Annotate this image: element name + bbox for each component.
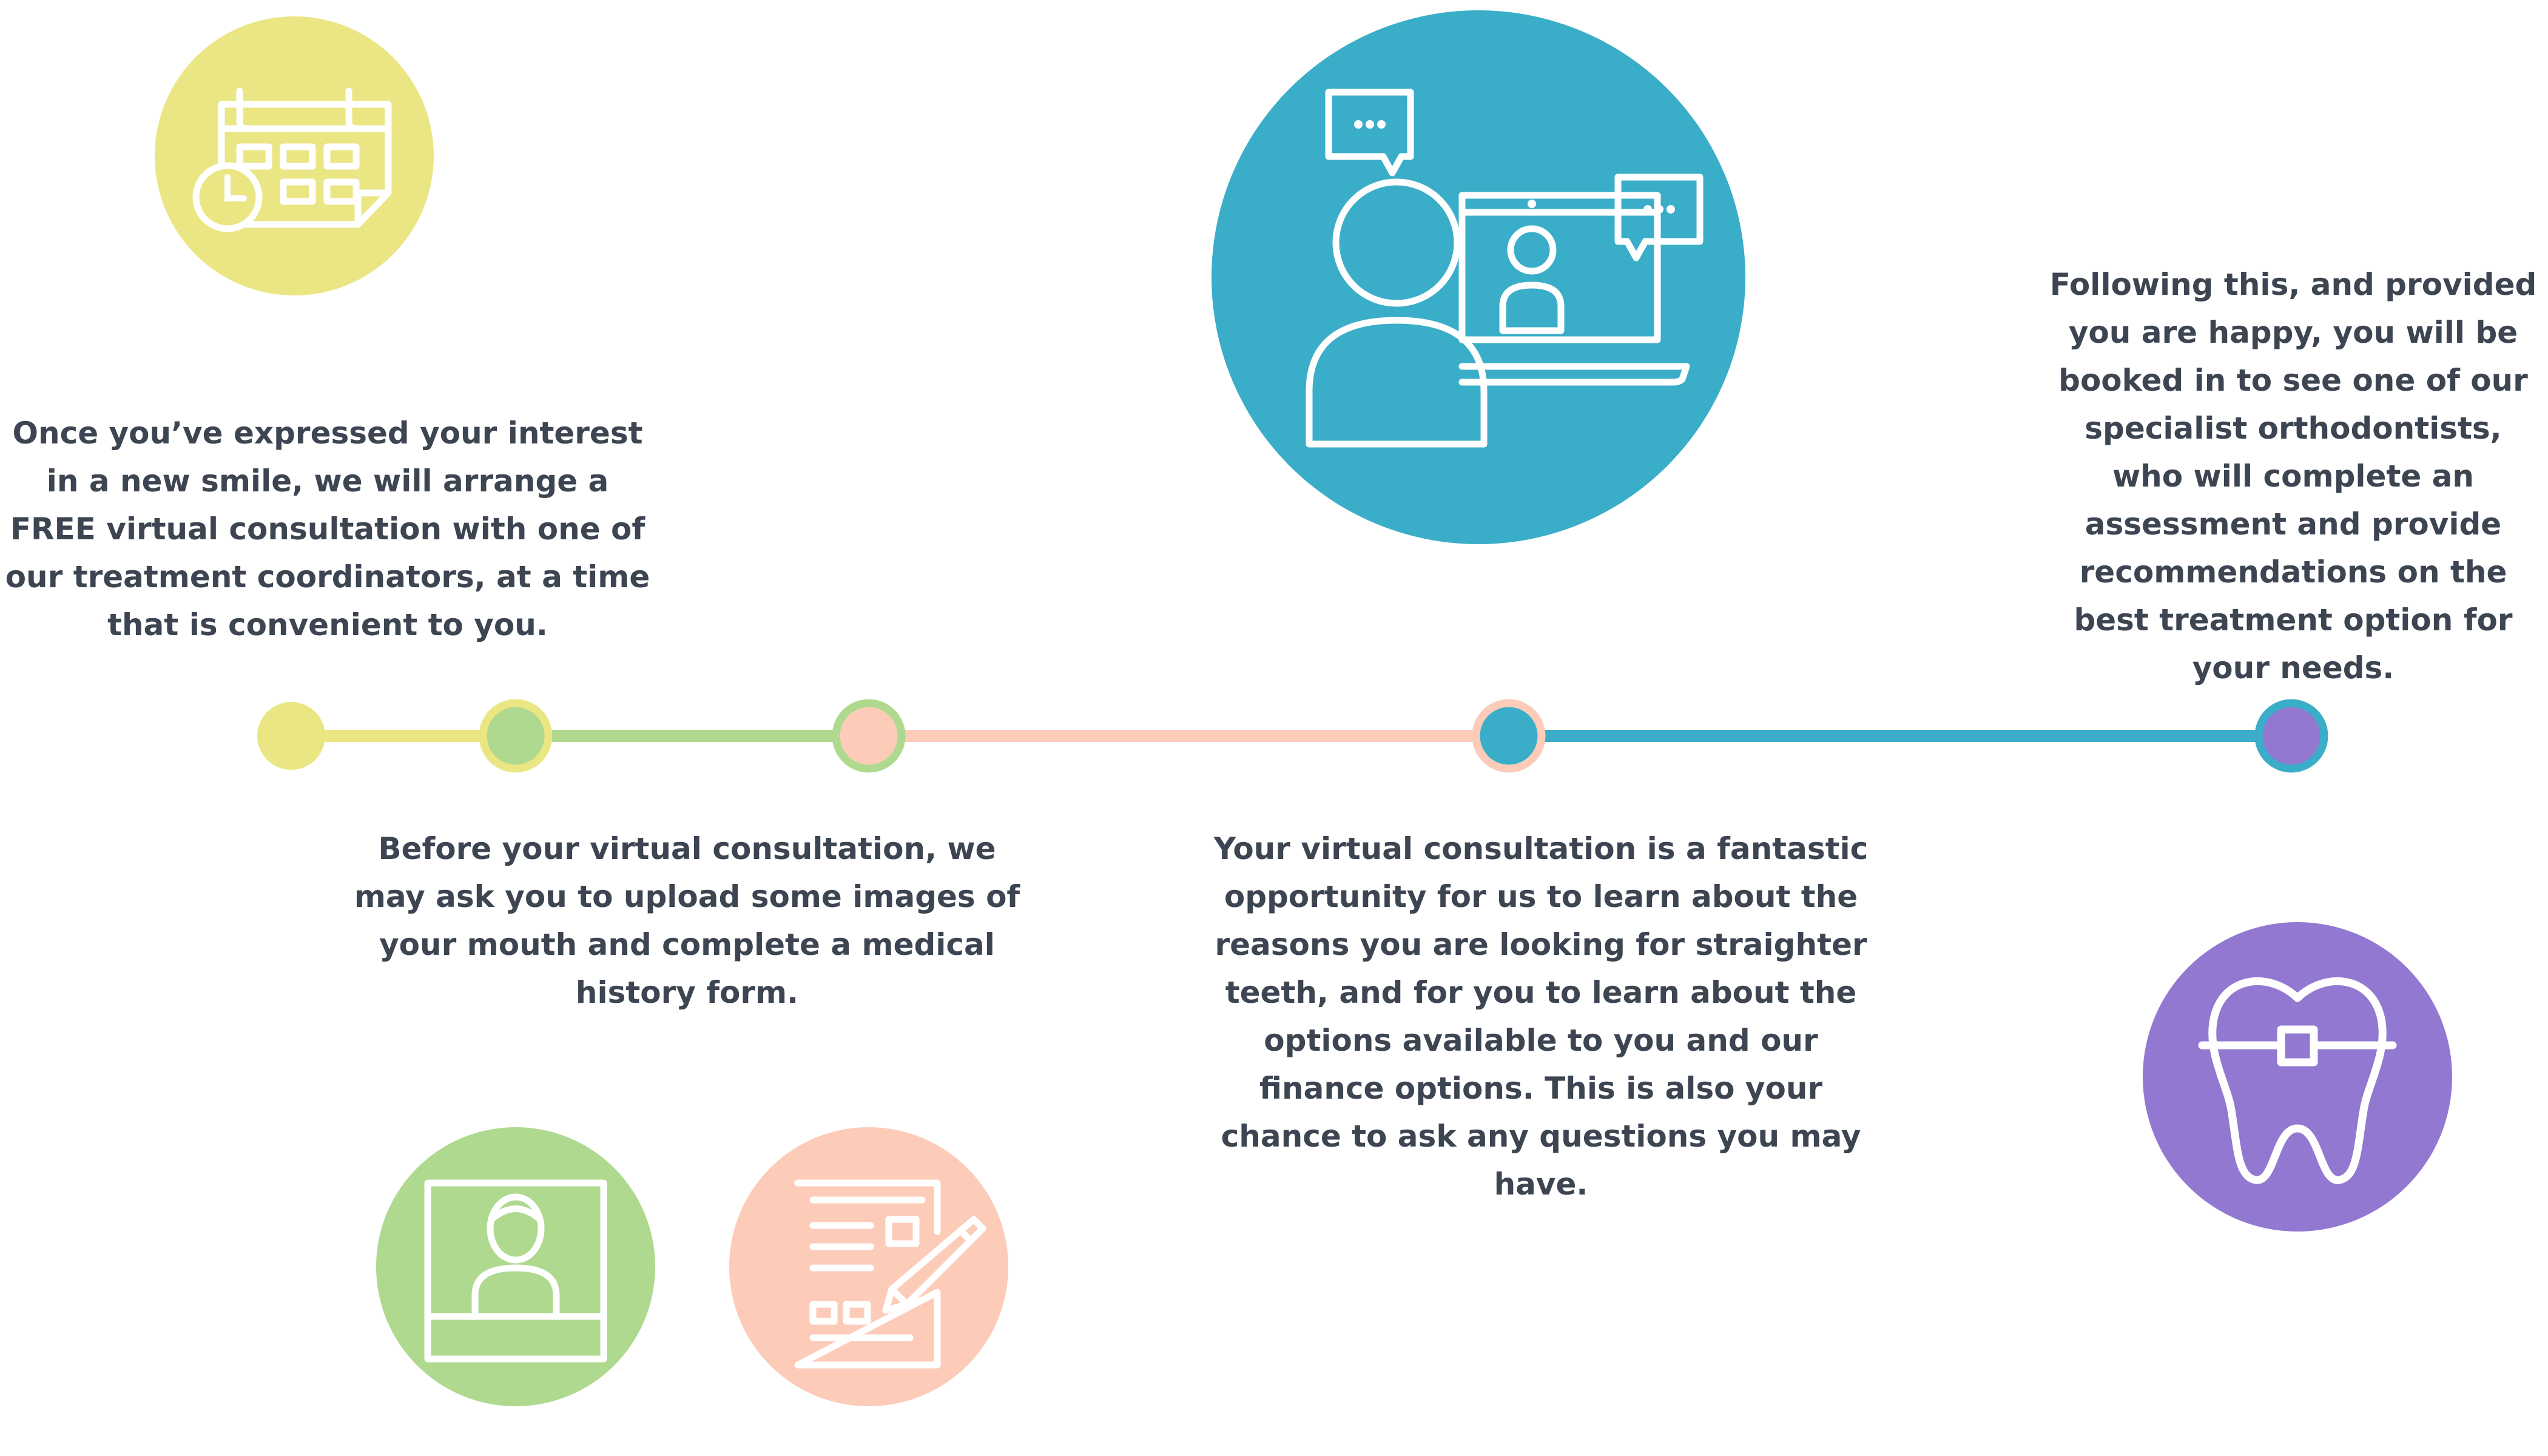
timeline-node-3	[832, 699, 906, 773]
photo-portrait-icon	[376, 1127, 655, 1406]
calendar-clock-icon	[155, 16, 434, 295]
tooth-braces-icon	[2143, 922, 2452, 1232]
timeline-node-1	[257, 702, 325, 770]
step-4-text: Following this, and provided you are hap…	[2049, 267, 2537, 686]
timeline-node-2	[479, 699, 553, 773]
timeline-node-5	[2254, 699, 2328, 773]
timeline-nodes	[257, 699, 2328, 773]
video-call-icon	[1212, 10, 1745, 544]
step-2-text: Before your virtual consultation, we may…	[354, 831, 1020, 1010]
timeline-node-4	[1472, 699, 1546, 773]
form-pencil-icon	[729, 1127, 1008, 1406]
step-3-text: Your virtual consultation is a fantastic…	[1213, 831, 1869, 1202]
step-1-text: Once you’ve expressed your interest in a…	[5, 416, 650, 642]
